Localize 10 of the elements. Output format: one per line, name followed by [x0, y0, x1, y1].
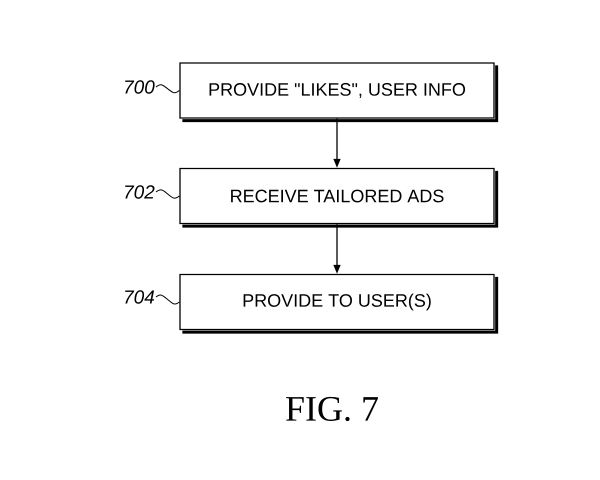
- leader-line: [156, 189, 180, 199]
- process-box: RECEIVE TAILORED ADS: [179, 168, 498, 228]
- leader-line: [156, 84, 180, 94]
- reference-number: 702: [125, 185, 155, 199]
- reference-number: 700: [125, 80, 155, 94]
- reference-number: 704: [125, 290, 154, 304]
- process-box: PROVIDE "LIKES", USER INFO: [179, 62, 498, 122]
- figure-caption: FIG. 7: [286, 396, 378, 422]
- process-box: PROVIDE TO USER(S): [179, 274, 498, 334]
- leader-line: [156, 294, 180, 305]
